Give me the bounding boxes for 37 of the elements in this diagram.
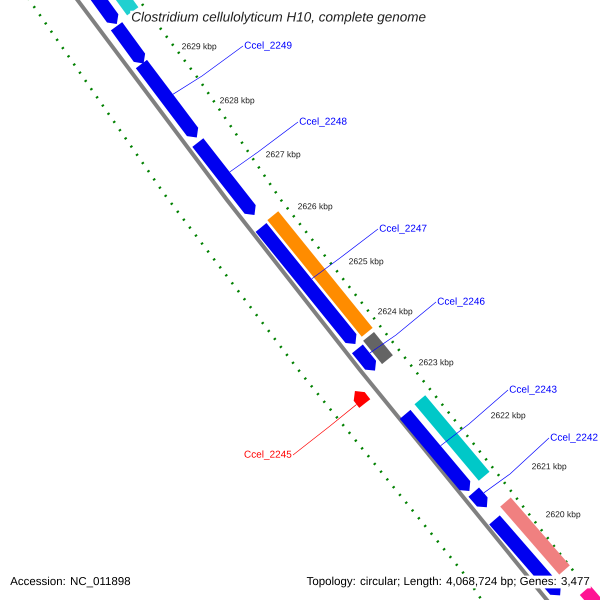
title: Clostridium cellulolyticum H10, complete genome xyxy=(130,10,428,26)
gene-feature xyxy=(136,60,198,138)
gene-feature xyxy=(363,332,393,364)
tick-label: 2622 kbp xyxy=(491,412,526,420)
gene-feature xyxy=(110,22,146,64)
gene-feature xyxy=(352,344,376,371)
gene-label: Ccel_2242 xyxy=(550,433,598,443)
gene-label: Ccel_2246 xyxy=(438,297,485,307)
footer-text: Topology: circular; Length: 4,068,724 bp; Genes: 3,477 xyxy=(306,576,591,588)
tick-label: 2627 kbp xyxy=(266,151,300,159)
tick-label: 2624 kbp xyxy=(378,308,412,316)
tick-label: 2626 kbp xyxy=(298,203,332,211)
leader-line xyxy=(172,46,244,94)
gene-feature xyxy=(580,586,600,600)
gene-label: Ccel_2243 xyxy=(510,385,557,395)
gene-label: Ccel_2247 xyxy=(380,224,426,234)
gene-label: Ccel_2248 xyxy=(300,117,347,127)
gene-feature xyxy=(354,390,370,408)
tick-label: 2620 kbp xyxy=(546,511,580,519)
leader-line xyxy=(230,122,298,172)
footer-text: Accession: NC_011898 xyxy=(9,576,132,588)
gene-label: Ccel_2249 xyxy=(244,41,292,51)
leader-line xyxy=(370,302,436,354)
leader-line xyxy=(311,228,378,280)
tick-label: 2629 kbp xyxy=(182,43,216,51)
tick-label: 2628 kbp xyxy=(220,97,254,105)
tick-label: 2623 kbp xyxy=(419,359,454,367)
gene-feature xyxy=(192,138,256,215)
gene-feature xyxy=(400,410,470,491)
leader-line xyxy=(484,438,550,494)
gene-feature xyxy=(414,395,490,481)
leader-line xyxy=(440,390,508,446)
tick-label: 2621 kbp xyxy=(532,463,566,471)
leader-line xyxy=(292,404,357,456)
tick-label: 2625 kbp xyxy=(349,258,384,266)
gene-feature xyxy=(468,488,488,508)
gene-label: Ccel_2245 xyxy=(244,450,292,460)
